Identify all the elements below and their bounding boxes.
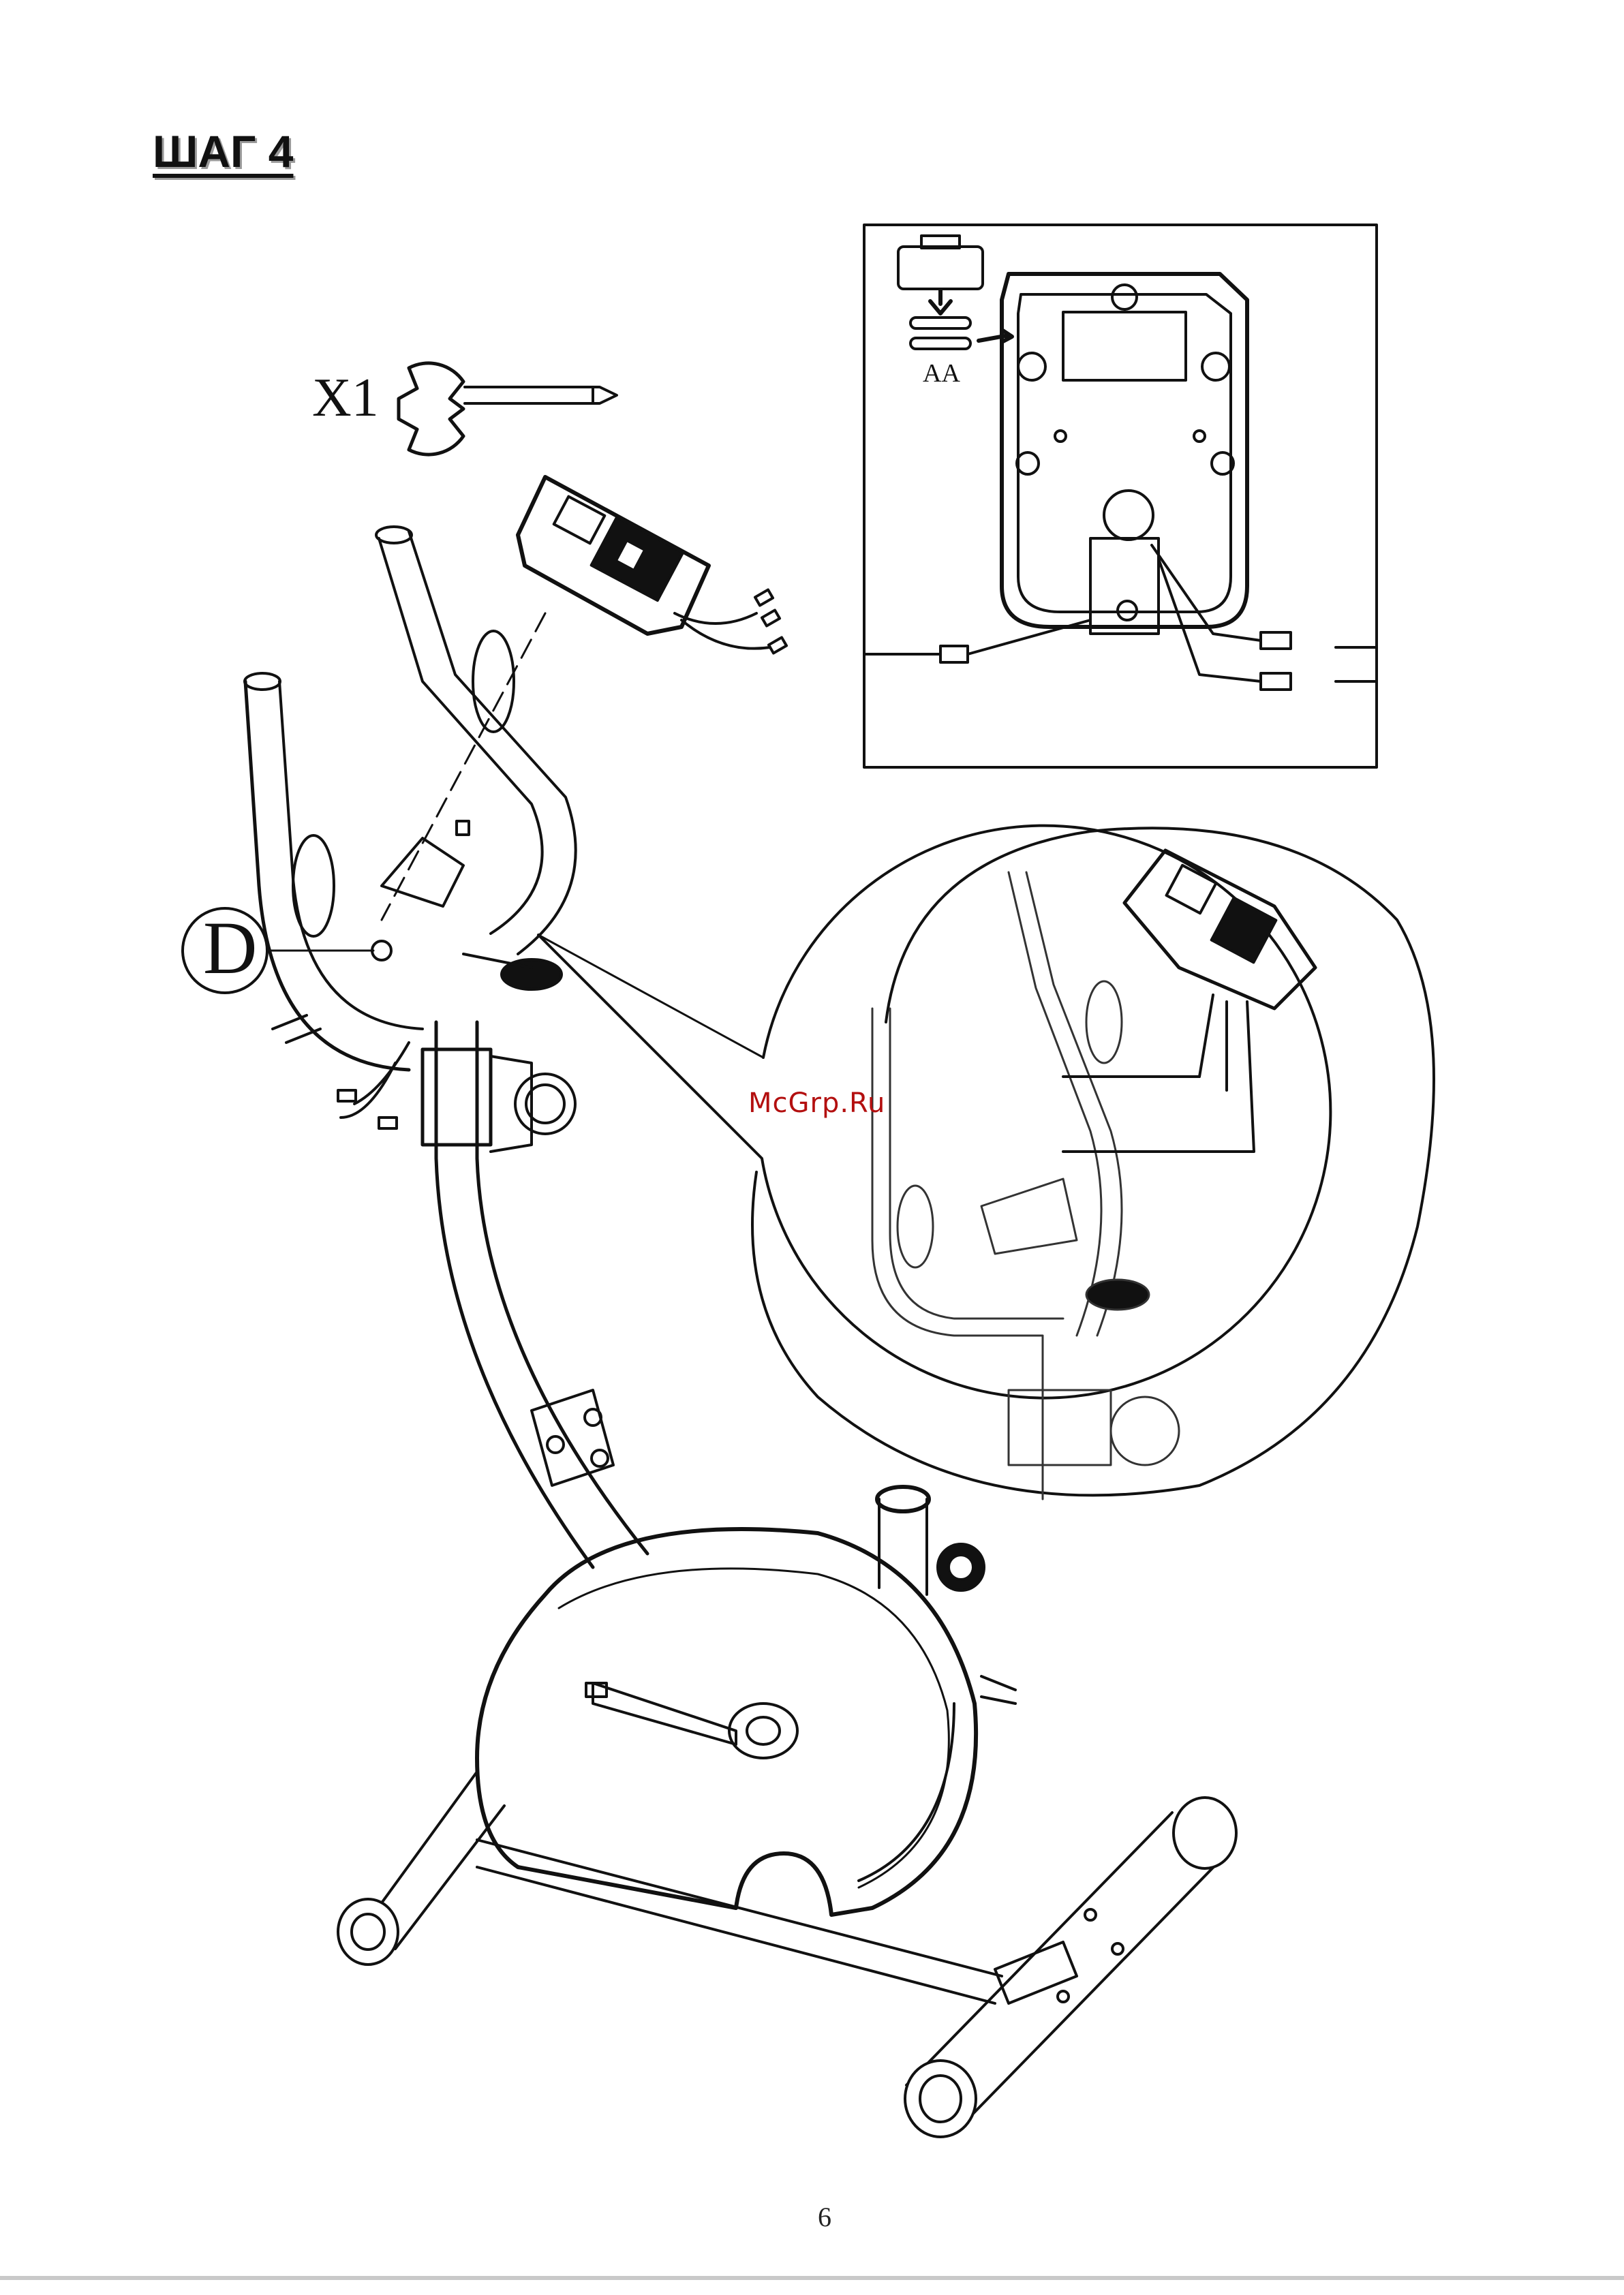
tool-quantity-label: X1 (312, 368, 379, 428)
console-back-inset (864, 225, 1377, 767)
watermark: McGrp.Ru (748, 1088, 885, 1119)
console-icon (518, 477, 786, 653)
battery-icon (898, 236, 1012, 349)
part-d-label: D (203, 906, 257, 989)
battery-label: AA (923, 359, 960, 388)
detail-callout (538, 826, 1330, 1398)
page-number: 6 (818, 2201, 831, 2233)
bottom-rule (0, 2276, 1624, 2280)
handlebar (245, 527, 576, 1128)
detail-handlebar (872, 872, 1179, 1499)
wrench-screwdriver-icon (399, 363, 617, 455)
console-back (864, 274, 1377, 690)
